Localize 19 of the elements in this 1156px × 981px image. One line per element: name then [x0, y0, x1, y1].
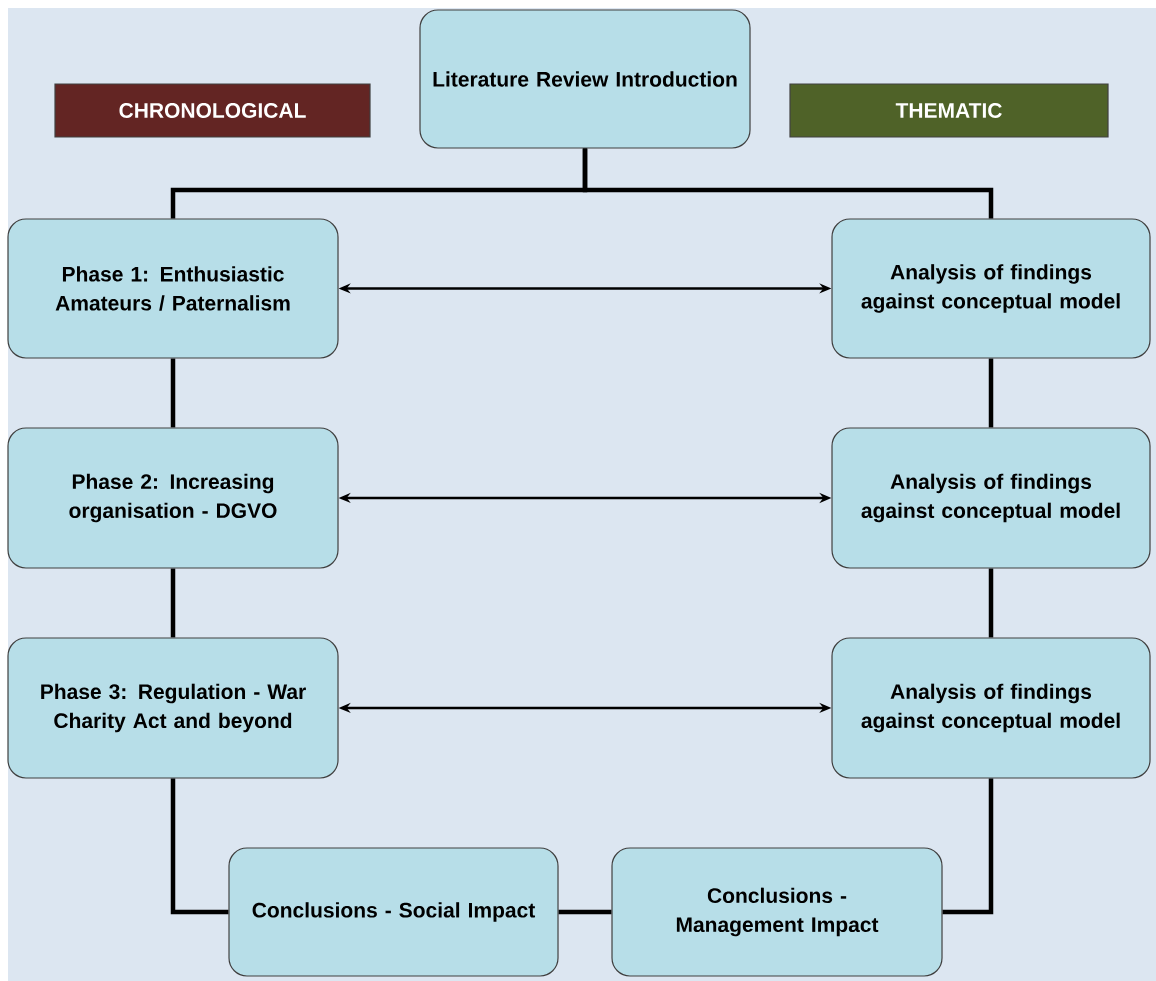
- connector-line: [170, 358, 176, 428]
- header-label: THEMATIC: [789, 83, 1109, 138]
- header-label: CHRONOLOGICAL: [54, 83, 371, 138]
- process-box: Phase 3: Regulation - War Charity Act and beyond: [7, 637, 339, 779]
- process-box: Analysis of findings against conceptual model: [831, 218, 1151, 359]
- connector-line: [170, 778, 229, 915]
- process-box: Analysis of findings against conceptual model: [831, 427, 1151, 569]
- process-box: Phase 1: Enthusiastic Amateurs / Paternalism: [7, 218, 339, 359]
- connector-line: [942, 778, 994, 915]
- process-box: Literature Review Introduction: [419, 9, 751, 149]
- connector-line: [582, 148, 994, 219]
- process-box: Conclusions - Management Impact: [611, 847, 943, 977]
- process-box: Analysis of findings against conceptual model: [831, 637, 1151, 779]
- process-box: Conclusions - Social Impact: [228, 847, 559, 977]
- connector-line: [170, 568, 176, 638]
- process-box: Phase 2: Increasing organisation - DGVO: [7, 427, 339, 569]
- connector-line: [558, 909, 612, 915]
- connector-line: [988, 568, 994, 638]
- connector-line: [988, 358, 994, 428]
